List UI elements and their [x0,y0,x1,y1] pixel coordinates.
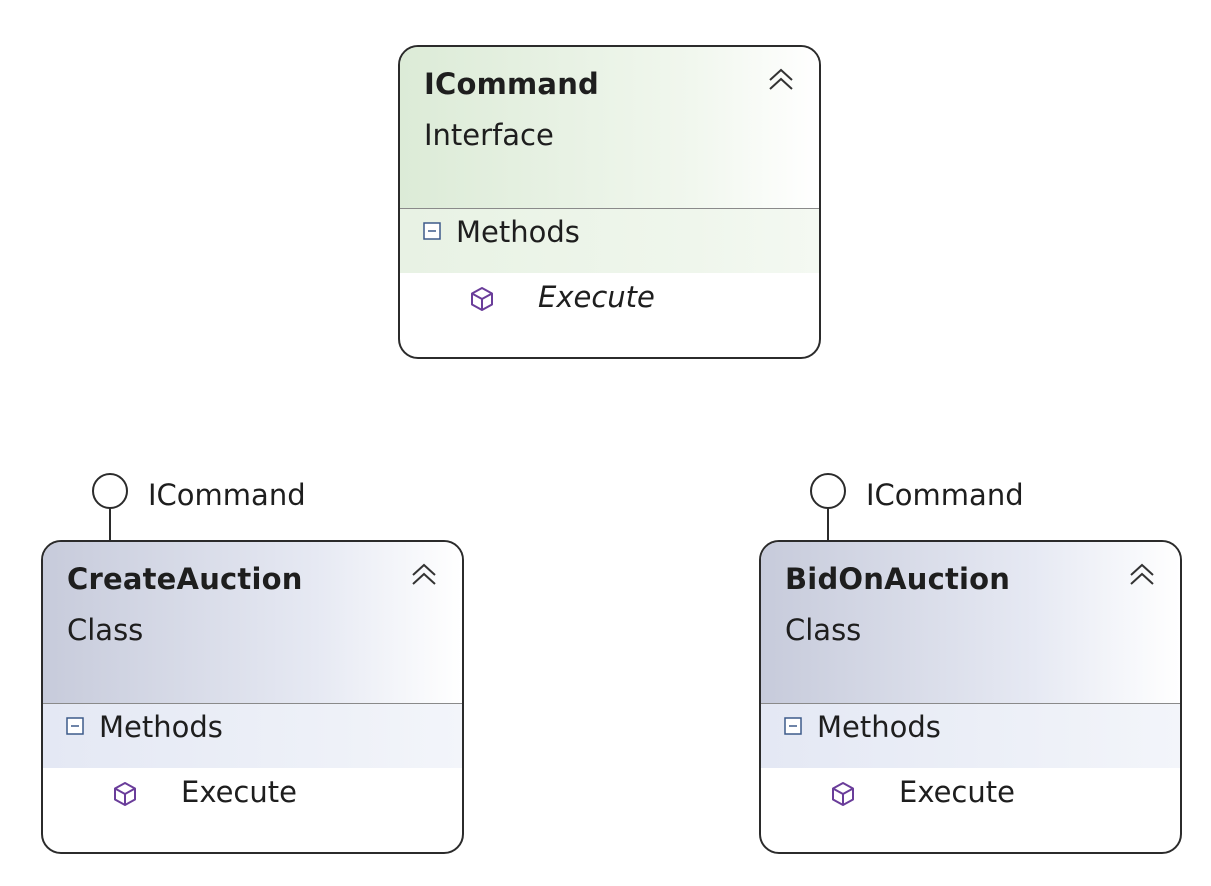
shape-header: BidOnAuction Class [761,542,1180,704]
double-chevron-up-icon[interactable] [410,562,438,590]
methods-compartment-header: Methods [400,209,819,273]
double-chevron-up-icon[interactable] [1128,562,1156,590]
shape-title: ICommand [424,67,600,101]
method-row[interactable]: Execute [43,768,462,830]
compartment-label: Methods [456,215,580,249]
collapse-minus-icon[interactable] [784,717,802,735]
icommand-interface-shape[interactable]: ICommand Interface Methods Execute [398,45,821,359]
collapse-minus-icon[interactable] [423,222,441,240]
double-chevron-up-icon[interactable] [767,67,795,95]
shape-header: CreateAuction Class [43,542,462,704]
shape-stereotype: Interface [424,118,554,152]
implemented-interface-label: ICommand [148,478,306,512]
compartment-label: Methods [99,710,223,744]
shape-header: ICommand Interface [400,47,819,209]
method-row[interactable]: Execute [761,768,1180,830]
shape-stereotype: Class [67,613,144,647]
lollipop-interface-icon [810,473,846,542]
method-name: Execute [181,775,297,809]
createauction-class-shape[interactable]: CreateAuction Class Methods Execute [41,540,464,854]
implemented-interface-label: ICommand [866,478,1024,512]
shape-stereotype: Class [785,613,862,647]
methods-compartment-header: Methods [43,704,462,768]
collapse-minus-icon[interactable] [66,717,84,735]
method-cube-icon [471,287,493,311]
method-cube-icon [832,782,854,806]
shape-title: BidOnAuction [785,562,1011,596]
method-name: Execute [538,280,655,314]
lollipop-interface-icon [92,473,128,542]
methods-compartment-header: Methods [761,704,1180,768]
method-name: Execute [899,775,1015,809]
bidonauction-class-shape[interactable]: BidOnAuction Class Methods Execute [759,540,1182,854]
compartment-label: Methods [817,710,941,744]
shape-title: CreateAuction [67,562,303,596]
method-row[interactable]: Execute [400,273,819,335]
method-cube-icon [114,782,136,806]
